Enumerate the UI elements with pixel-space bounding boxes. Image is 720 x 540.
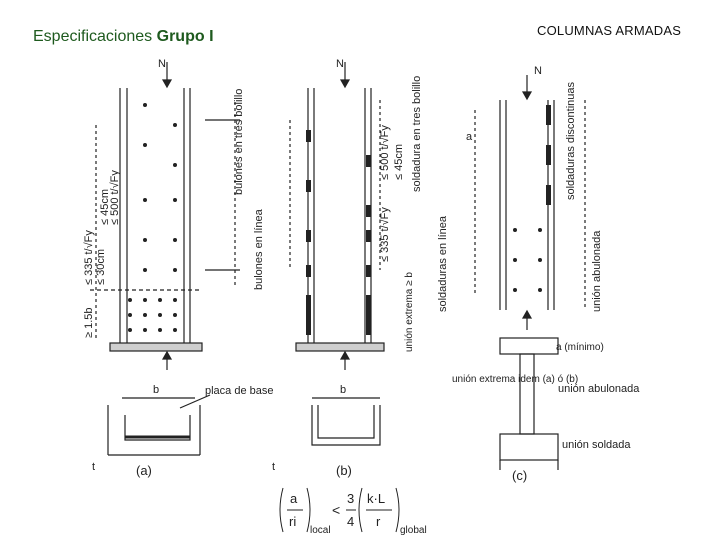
- col-a-limit-bottom: ≤ 335 t/√Fy: [83, 230, 95, 285]
- formula-global: global: [400, 525, 427, 536]
- col-b-limit-bottom: ≤ 335 t/√Fy: [379, 207, 391, 262]
- load-label-b: N: [336, 58, 344, 70]
- formula-3: 3: [347, 491, 354, 506]
- load-label-a: N: [158, 58, 166, 70]
- formula-r: r: [376, 514, 381, 529]
- section-b: [311, 397, 381, 446]
- formula-kl: k·L: [367, 491, 385, 506]
- col-c-note-bolted: unión abulonada: [591, 230, 603, 312]
- load-label-c: N: [534, 65, 542, 77]
- section-a-dim-b: b: [153, 384, 159, 396]
- col-a-limit-top2: ≤ 45cm: [99, 189, 111, 225]
- col-b-note-inline: soldaduras en línea: [437, 215, 449, 312]
- section-a-label: (a): [136, 463, 152, 478]
- col-a-limit-bottom2: ≤ 30cm: [95, 249, 107, 285]
- col-c-min: a (mínimo): [556, 342, 604, 353]
- formula-a: a: [290, 491, 298, 506]
- column-c: [474, 75, 586, 330]
- column-a: [90, 62, 240, 370]
- section-b-dim-b: b: [340, 384, 346, 396]
- topic-title: COLUMNAS ARMADAS: [537, 23, 682, 38]
- welds-b: [306, 130, 371, 335]
- title-group: Grupo I: [156, 28, 214, 45]
- section-c: [499, 337, 559, 470]
- section-b-dim-t: t: [272, 461, 275, 473]
- col-a-note-inline: bulones en línea: [253, 208, 265, 290]
- formula-local: local: [310, 525, 331, 536]
- col-b-end-note: unión extrema ≥ b: [404, 272, 415, 352]
- section-a: [107, 394, 211, 456]
- col-a-note-staggered: bulones en tres bolillo: [233, 89, 245, 195]
- col-b-note-staggered: soldadura en tres bolillo: [411, 76, 423, 192]
- section-a-dim-t: t: [92, 461, 95, 473]
- slenderness-formula: a ri local < 3 4 k·L r global: [279, 487, 427, 536]
- title-prefix: Especificaciones: [33, 28, 157, 45]
- col-c-welded-union: unión soldada: [562, 439, 631, 451]
- col-c-ext-union: unión extrema idem (a) ó (b): [452, 374, 578, 385]
- col-a-limit-top: ≤ 500 t/√Fy: [109, 170, 121, 225]
- col-a-end-length: ≥ 1.5b: [83, 307, 95, 338]
- bolts-a: [128, 103, 177, 332]
- col-b-limit-top: ≤ 500 t/√Fy: [379, 125, 391, 180]
- welds-c: [513, 105, 551, 292]
- formula-4: 4: [347, 514, 354, 529]
- section-b-label: (b): [336, 463, 352, 478]
- section-c-label: (c): [512, 468, 527, 483]
- formula-lt: <: [332, 502, 340, 518]
- col-b-limit-top2: ≤ 45cm: [393, 144, 405, 180]
- base-plate-label: placa de base: [205, 385, 274, 397]
- formula-ri: ri: [289, 514, 296, 529]
- col-c-dim-a: a: [466, 131, 473, 143]
- col-c-note-discontinuous: soldaduras discontinuas: [565, 81, 577, 200]
- col-c-bolted-union: unión abulonada: [558, 383, 640, 395]
- page-title: Especificaciones Grupo I: [33, 28, 214, 46]
